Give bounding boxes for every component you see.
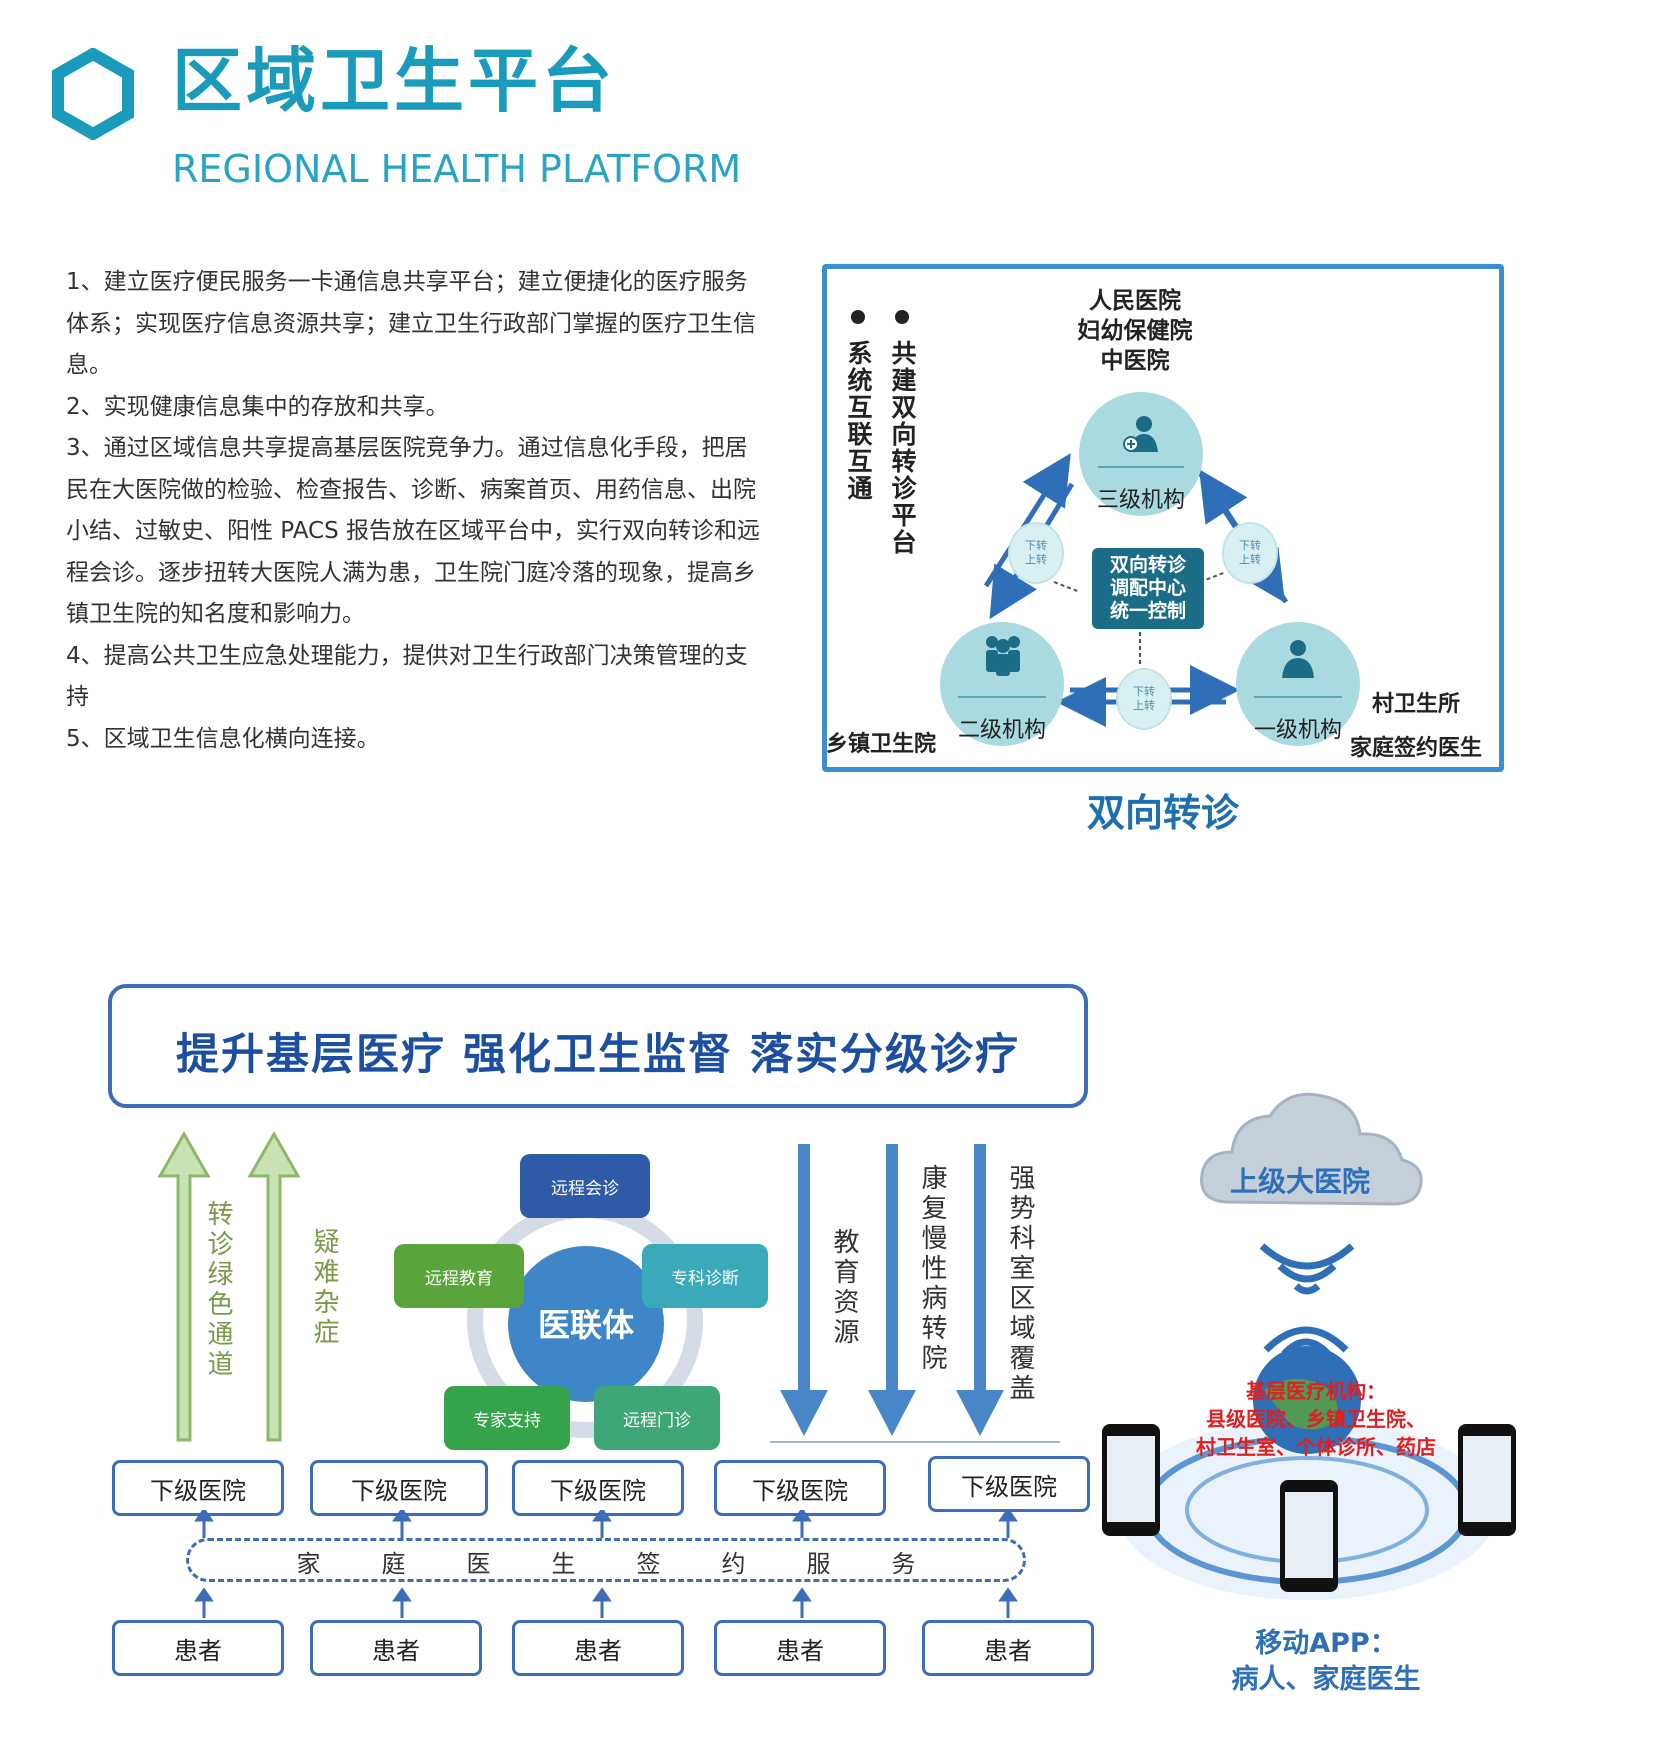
difficult-cases-label: 疑难杂症 [309,1228,339,1348]
top-hospital-list: 人民医院 妇幼保健院 中医院 [1060,286,1210,376]
green-channel-label: 转诊绿色通道 [203,1200,233,1380]
phone-icon [1102,1424,1160,1536]
hospital-name: 人民医院 [1089,288,1181,314]
center-line: 双向转诊 [1109,554,1186,576]
hospital-name: 妇幼保健院 [1077,318,1193,344]
lower-hospital-box: 下级医院 [310,1460,488,1516]
bullet-interconnect: 系统互联互通 [844,340,873,502]
band-char: 服 [806,1550,831,1578]
referral-badge-right: 下转上转 [1222,522,1278,584]
banner-frame [108,984,1088,1108]
family-doctor-label: 家庭签约医生 [1350,736,1483,761]
lower-hospital-box: 下级医院 [714,1460,886,1516]
patient-box: 患者 [310,1620,482,1676]
level3-circle [1079,392,1203,516]
person-icon [1282,640,1314,678]
node-specialist-diagnosis: 专科诊断 [642,1244,768,1308]
lower-hospital-box: 下级医院 [512,1460,684,1516]
app-line: 病人、家庭医生 [1231,1664,1421,1695]
family-doctor-service: 家 庭 医 生 签 约 服 务 [186,1544,1026,1579]
description-item: 3、通过区域信息共享提高基层医院竞争力。通过信息化手段，把居民在大医院做的检验、… [66,435,761,627]
description-item: 4、提高公共卫生应急处理能力，提供对卫生行政部门决策管理的支持 [66,642,748,711]
wifi-down-icon [1259,1243,1355,1295]
divider [1254,696,1342,698]
description-item: 1、建立医疗便民服务一卡通信息共享平台；建立便捷化的医疗服务体系；实现医疗信息资… [66,269,756,378]
patient-box: 患者 [714,1620,886,1676]
band-char: 签 [636,1550,661,1578]
alliance-center [508,1246,664,1402]
village-label: 村卫生所 [1372,692,1461,717]
center-line: 统一控制 [1109,600,1186,622]
cloud-icon [1200,1092,1423,1206]
description-item: 2、实现健康信息集中的存放和共享。 [66,393,449,420]
banner-slogan: 提升基层医疗 强化卫生监督 落实分级诊疗 [176,1030,1020,1080]
referral-badge-bottom: 下转上转 [1116,668,1172,730]
hexagon-logo-icon [52,48,134,140]
phone-icon [1458,1424,1516,1536]
node-expert-support: 专家支持 [444,1386,570,1450]
family-doctor-band [186,1538,1026,1582]
lower-hospital-box: 下级医院 [928,1456,1090,1512]
node-remote-clinic: 远程门诊 [594,1386,720,1450]
level2-label: 二级机构 [957,718,1046,743]
node-remote-education: 远程教育 [394,1244,524,1308]
primary-care-line1: 县级医院、乡镇卫生院、 [1206,1407,1426,1431]
township-label: 乡镇卫生院 [826,732,937,757]
primary-care-line2: 村卫生室、个体诊所、药店 [1196,1435,1436,1459]
page-title: 区域卫生平台 [172,40,616,122]
patient-box: 患者 [112,1620,284,1676]
band-char: 约 [721,1550,746,1578]
group-icon [986,636,1020,676]
level1-label: 一级机构 [1253,718,1342,743]
hospital-name: 中医院 [1100,348,1170,374]
referral-diagram-frame [822,264,1504,772]
node-remote-consult: 远程会诊 [520,1154,650,1218]
dominant-dept-label: 强势科室区域覆盖 [1005,1164,1035,1404]
band-char: 务 [891,1550,916,1578]
patient-box: 患者 [512,1620,684,1676]
referral-badge-left: 下转上转 [1008,522,1064,584]
mobile-app-label: 移动APP： 病人、家庭医生 [1216,1626,1436,1698]
divider [1098,466,1184,468]
bullet-dot [895,310,909,324]
up-arrows [157,1130,301,1442]
alliance-center-label: 医联体 [537,1306,634,1344]
band-char: 庭 [381,1550,406,1578]
center-line: 调配中心 [1109,577,1186,599]
rehab-transfer-label: 康复慢性病转院 [917,1164,947,1374]
band-char: 生 [551,1550,576,1578]
phone-icon [1280,1480,1338,1592]
band-char: 家 [296,1550,321,1578]
cloud-label: 上级大医院 [1230,1165,1371,1198]
app-line: 移动APP： [1255,1628,1397,1659]
band-char: 医 [466,1550,491,1578]
doctor-icon [1123,416,1158,452]
divider [958,696,1046,698]
education-resources-label: 教育资源 [829,1228,859,1348]
primary-care-title: 基层医疗机构： [1246,1379,1386,1403]
description-text: 1、建立医疗便民服务一卡通信息共享平台；建立便捷化的医疗服务体系；实现医疗信息资… [66,262,766,760]
lower-hospital-box: 下级医院 [112,1460,284,1516]
referral-center-box: 双向转诊 调配中心 统一控制 [1092,548,1204,629]
bullet-platform: 共建双向转诊平台 [888,340,917,556]
bullet-dot [851,310,865,324]
referral-caption: 双向转诊 [1086,791,1239,835]
patient-box: 患者 [922,1620,1094,1676]
page-subtitle: REGIONAL HEALTH PLATFORM [172,147,742,191]
down-arrows [770,1144,1060,1443]
description-item: 5、区域卫生信息化横向连接。 [66,725,380,752]
connector-arrows [194,1510,1018,1618]
level3-label: 三级机构 [1096,488,1185,513]
